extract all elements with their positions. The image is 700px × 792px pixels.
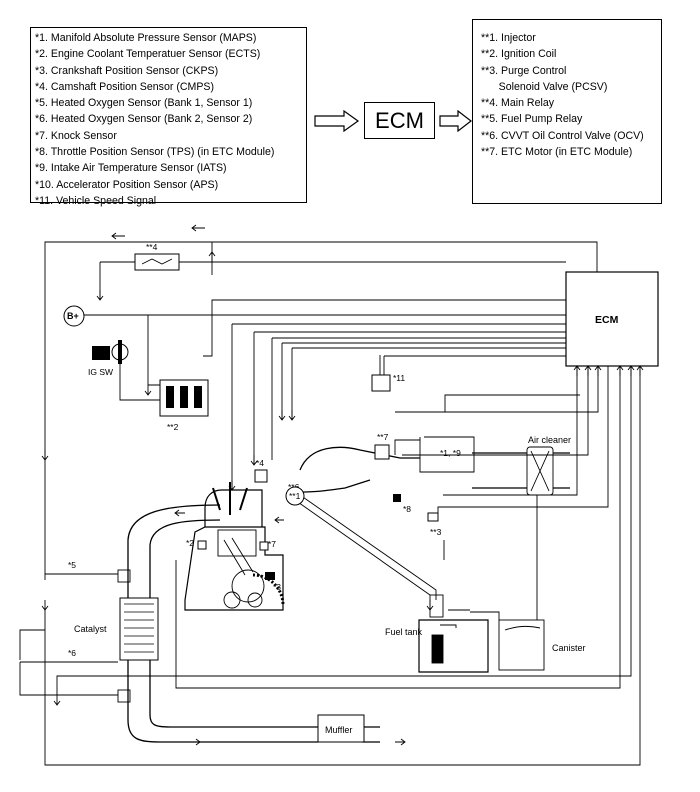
sensor-item: *7. Knock Sensor <box>35 129 117 142</box>
actuator-item: Solenoid Valve (PCSV) <box>481 80 608 93</box>
sensor-list-box: *1. Manifold Absolute Pressure Sensor (M… <box>30 27 307 207</box>
ckps-icon <box>265 572 275 580</box>
actuator-item: **4. Main Relay <box>481 97 555 110</box>
sensor-item: *9. Intake Air Temperature Sensor (IATS) <box>35 162 227 175</box>
tps-icon <box>393 494 401 502</box>
ects-icon <box>197 540 207 550</box>
flow-arrow-icon <box>41 224 644 746</box>
vehicle-speed-sensor-icon <box>371 374 391 392</box>
sensor-item: *11. Vehicle Speed Signal <box>35 194 157 207</box>
sensor-item: *5. Heated Oxygen Sensor (Bank 1, Sensor… <box>35 97 253 110</box>
ig-sw-label: IG SW <box>88 367 113 377</box>
o2-sensor-1-label: *5 <box>68 560 76 570</box>
maps-iats-label: *1, *9 <box>440 448 461 458</box>
actuator-item: **2. Ignition Coil <box>481 48 557 61</box>
relay-label: **4 <box>146 242 158 252</box>
knock-sensor-icon <box>259 541 269 551</box>
sensor-item: *8. Throttle Position Sensor (TPS) (in E… <box>35 146 275 159</box>
injector-icon <box>285 486 305 506</box>
canister-label: Canister <box>552 643 586 653</box>
sensor-item: *4. Camshaft Position Sensor (CMPS) <box>35 80 214 93</box>
sensor-item: *6. Heated Oxygen Sensor (Bank 2, Sensor… <box>35 113 253 126</box>
arrow-from-ecm-icon <box>439 110 472 132</box>
sensor-item: *3. Crankshaft Position Sensor (CKPS) <box>35 64 219 77</box>
pcsv-icon <box>427 512 439 522</box>
arrow-to-ecm-icon <box>314 110 360 132</box>
etc-motor-icon <box>374 444 390 460</box>
battery-label: B+ <box>67 311 79 321</box>
ecm-block: ECM <box>364 102 435 139</box>
battery-icon <box>63 305 85 327</box>
catalyst-label: Catalyst <box>74 624 107 634</box>
etc-label: **7 <box>377 432 389 442</box>
o2-sensor-2-label: *6 <box>68 648 76 658</box>
vss-label: *11 <box>393 373 405 383</box>
main-relay-icon <box>134 253 180 271</box>
ignition-switch-icon <box>92 340 129 364</box>
tps-label: *8 <box>403 504 411 514</box>
ecm-label: ECM <box>595 314 619 326</box>
catalyst-icon <box>119 597 159 661</box>
actuator-item: **7. ETC Motor (in ETC Module) <box>481 146 633 159</box>
sensor-item: *2. Engine Coolant Temperatuer Sensor (E… <box>35 48 261 61</box>
pcsv-label: **3 <box>430 527 442 537</box>
actuator-item: **6. CVVT Oil Control Valve (OCV) <box>481 129 644 142</box>
actuator-list-box: **1. Injector **2. Ignition Coil **3. Pu… <box>472 19 662 204</box>
ects-label: *2 <box>186 538 194 548</box>
injector-label: **1 <box>289 491 301 501</box>
cmps-icon <box>254 469 268 483</box>
muffler-label: Muffler <box>325 725 352 735</box>
fuel-tank-label: Fuel tank <box>385 627 423 637</box>
air-cleaner-label: Air cleaner <box>528 435 571 445</box>
ckps-label: *3 <box>273 582 281 592</box>
cmps-label: *4 <box>256 458 264 468</box>
knock-label: *7 <box>268 539 276 549</box>
actuator-item: **3. Purge Control <box>481 64 567 77</box>
muffler-icon <box>317 714 365 743</box>
coil-label: **2 <box>167 422 179 432</box>
ignition-coil-icon <box>159 379 209 417</box>
actuator-item: **5. Fuel Pump Relay <box>481 113 583 126</box>
actuator-list: **1. Injector **2. Ignition Coil **3. Pu… <box>481 30 661 160</box>
sensor-list: *1. Manifold Absolute Pressure Sensor (M… <box>35 30 306 209</box>
ecm-unit <box>565 271 659 367</box>
actuator-item: **1. Injector <box>481 32 536 44</box>
sensor-item: *10. Accelerator Position Sensor (APS) <box>35 178 219 191</box>
sensor-item: *1. Manifold Absolute Pressure Sensor (M… <box>35 32 257 44</box>
